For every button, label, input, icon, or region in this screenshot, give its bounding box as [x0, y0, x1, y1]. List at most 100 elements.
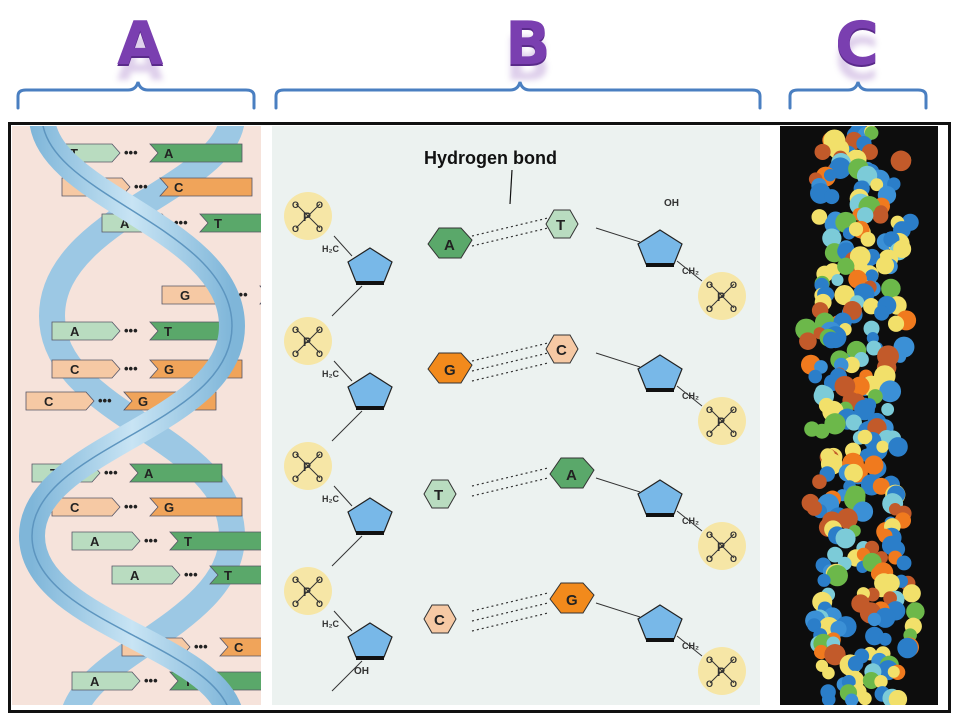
bracket-a: [16, 81, 256, 110]
atom-sphere: [852, 501, 874, 522]
sugar-ring: [637, 479, 683, 515]
oxygen-label: O: [730, 429, 737, 439]
sugar-ring: [347, 497, 393, 533]
atom-sphere: [857, 429, 873, 445]
nucleobase-label: A: [444, 237, 455, 254]
base-right-label: A: [144, 466, 154, 481]
atom-sphere: [864, 126, 879, 140]
base-right: [259, 285, 353, 305]
h-bond-dots: •••: [98, 393, 112, 408]
base-right-label: G: [138, 394, 148, 409]
atom-sphere: [856, 207, 874, 224]
atom-sphere: [864, 455, 884, 475]
base-left-label: A: [120, 216, 130, 231]
section-label-a: A: [117, 9, 164, 79]
atom-sphere: [866, 340, 882, 356]
atom-sphere: [874, 305, 890, 321]
nucleobase-label: T: [556, 217, 565, 234]
atom-sphere: [867, 612, 882, 627]
base-left: [51, 321, 121, 341]
ch2-label: CH₂: [682, 391, 699, 401]
base-right-label: G: [164, 500, 174, 515]
sugar-ring: [347, 622, 393, 658]
oxygen-label: O: [316, 474, 323, 484]
base-left-label: C: [70, 500, 80, 515]
base-right-label: C: [174, 180, 184, 195]
base-right-label: T: [214, 216, 222, 231]
base-pair-a: A•••T: [51, 321, 243, 341]
base-left-label: C: [70, 362, 80, 377]
atom-sphere: [837, 508, 858, 529]
base-right: [199, 213, 293, 233]
hydrogen-bond-label: Hydrogen bond: [424, 148, 557, 168]
hydrogen-bond-line: [471, 612, 549, 632]
atom-sphere: [799, 332, 817, 350]
h2c-label: H₂C: [322, 244, 339, 254]
atom-sphere: [806, 500, 823, 516]
atom-sphere: [848, 222, 864, 237]
atom-sphere: [876, 440, 889, 453]
helix-svg: T•••AG•••CA•••TG•••CA•••TC•••GC•••GT•••A…: [18, 114, 353, 720]
hydrogen-bond-line: [471, 352, 549, 372]
atom-sphere: [850, 376, 870, 397]
atom-sphere: [881, 278, 901, 299]
panel-c-space-filling: [780, 122, 938, 709]
oxygen-label: O: [706, 554, 713, 564]
hydrogen-bond-line: [471, 602, 549, 622]
sugar-ring: [347, 247, 393, 283]
atom-sphere: [875, 256, 895, 275]
space-filling-model: [795, 122, 925, 709]
h-bond-dots: •••: [194, 639, 208, 654]
atom-sphere: [822, 331, 840, 349]
h-bond-dots: •••: [124, 145, 138, 160]
base-left: [111, 565, 181, 585]
oxygen-label: O: [730, 530, 737, 540]
atom-sphere: [870, 178, 884, 192]
oxygen-label: O: [316, 325, 323, 335]
oxygen-label: O: [292, 599, 299, 609]
base-right: [149, 143, 243, 163]
base-right-label: C: [234, 640, 244, 655]
atom-sphere: [821, 692, 836, 707]
atom-sphere: [823, 168, 837, 182]
atom-sphere: [831, 273, 844, 286]
h-bond-dots: •••: [124, 323, 138, 338]
oxygen-label: O: [316, 224, 323, 234]
atom-sphere: [845, 693, 859, 707]
atom-sphere: [865, 269, 879, 283]
atom-sphere: [874, 674, 888, 689]
oxygen-label: O: [730, 554, 737, 564]
nucleobase-ring: [549, 457, 595, 489]
base-left-label: G: [180, 288, 190, 303]
base-right: [149, 497, 243, 517]
section-label-b: B: [505, 9, 551, 79]
sugar-ring: [637, 229, 683, 265]
nucleobase-label: G: [566, 592, 578, 609]
oxygen-label: O: [292, 200, 299, 210]
base-right-label: A: [164, 146, 174, 161]
oxygen-label: O: [316, 575, 323, 585]
oxygen-label: O: [730, 405, 737, 415]
oxygen-label: O: [706, 405, 713, 415]
h-bond-dots: •••: [124, 499, 138, 514]
atom-sphere: [847, 655, 864, 672]
atom-sphere: [881, 402, 895, 416]
nucleobase-ring: [545, 334, 579, 364]
base-left-label: A: [130, 568, 140, 583]
oxygen-label: O: [292, 349, 299, 359]
atom-sphere: [888, 437, 908, 457]
atom-sphere: [874, 205, 888, 219]
h-bond-dots: •••: [104, 465, 118, 480]
oh-label-bottom: OH: [354, 666, 369, 677]
atom-sphere: [824, 413, 846, 435]
oxygen-label: O: [292, 575, 299, 585]
nucleobase-ring: [545, 209, 579, 239]
nucleobase-label: C: [434, 612, 445, 629]
oxygen-label: O: [730, 304, 737, 314]
